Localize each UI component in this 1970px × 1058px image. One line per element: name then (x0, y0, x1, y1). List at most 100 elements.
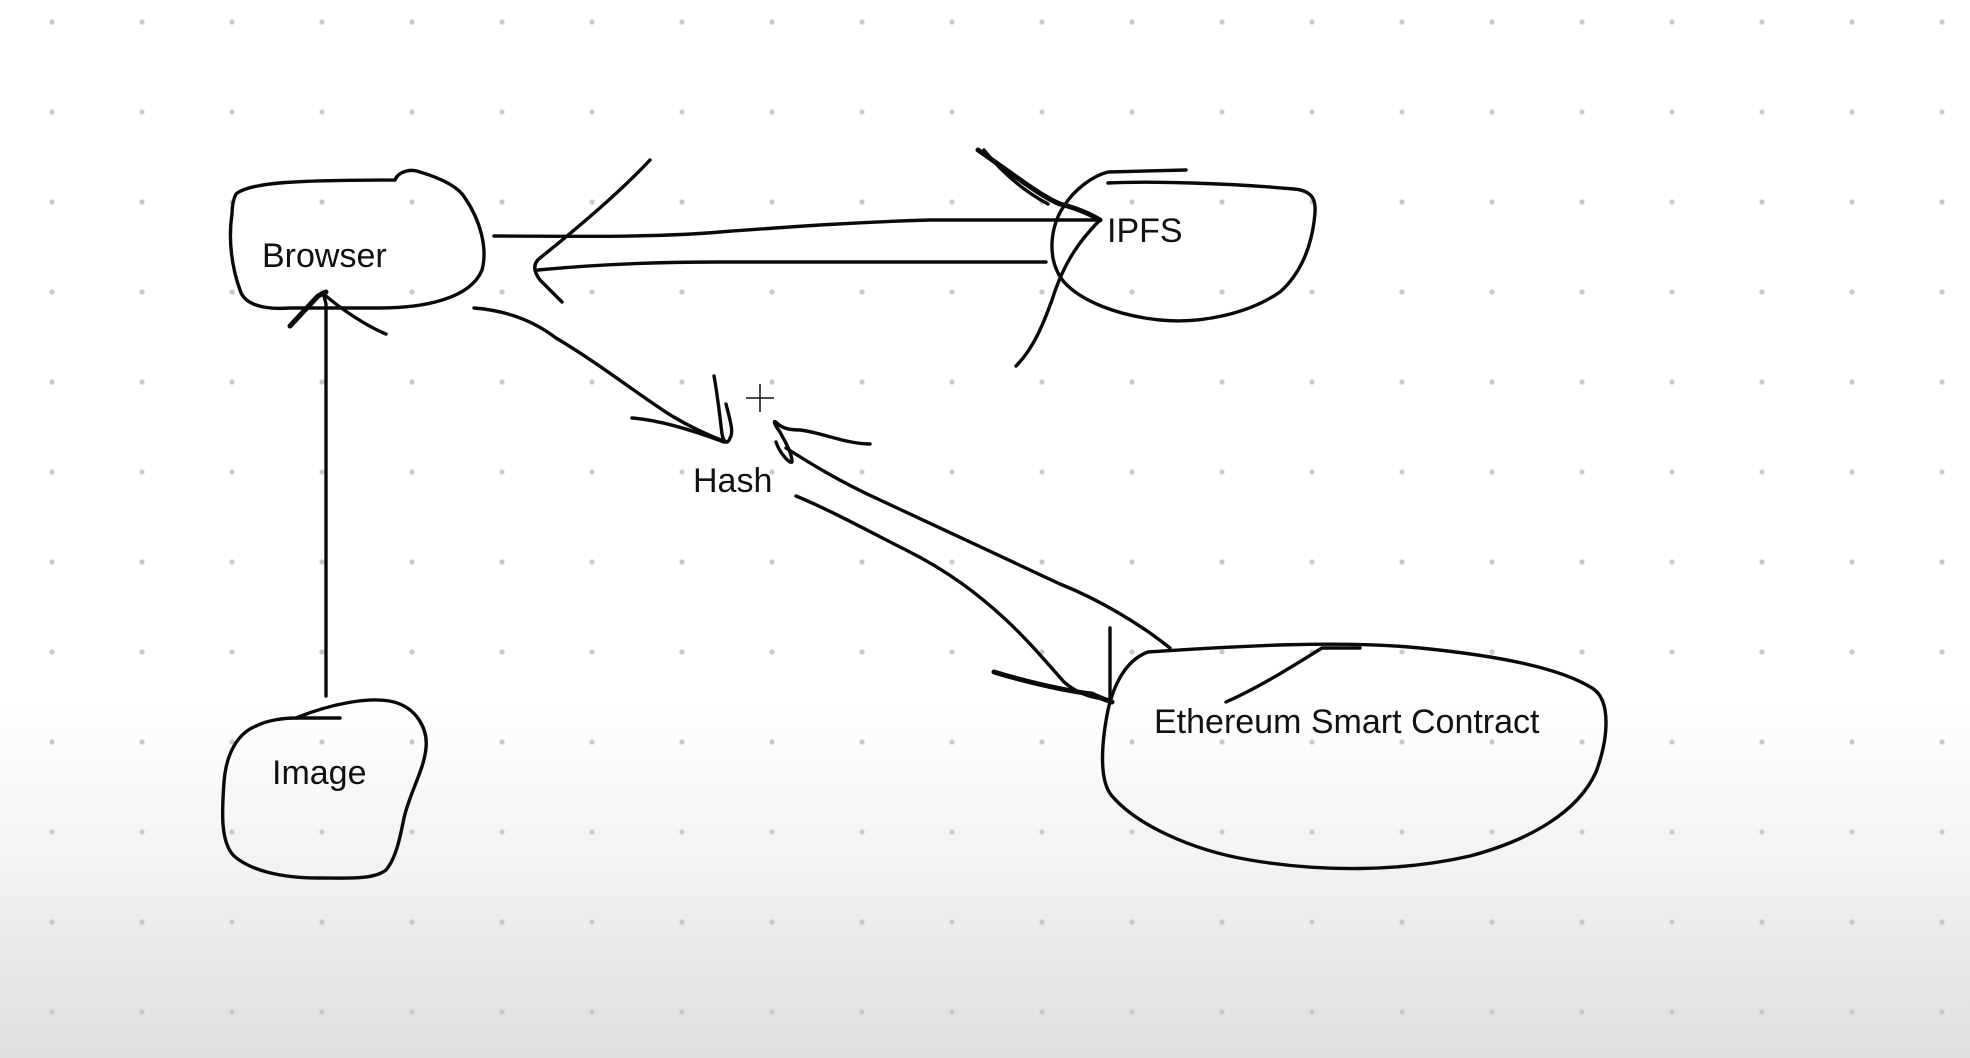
grid-dot (949, 19, 955, 25)
grid-dot (1039, 469, 1045, 475)
image-node[interactable]: Image (220, 698, 428, 880)
arrow-hash-to-ethereum-head-left (991, 669, 1115, 705)
arrow-browser-to-ipfs-line (492, 218, 1102, 239)
arrow-image-to-browser-head-right (324, 294, 388, 336)
arrow-browser-to-ipfs-head-lower (1014, 218, 1102, 368)
grid-dot (1669, 559, 1675, 565)
grid-dot (769, 289, 775, 295)
grid-dot (1759, 1009, 1765, 1015)
grid-dot (229, 109, 235, 115)
grid-dot (679, 829, 685, 835)
grid-dot (139, 469, 145, 475)
grid-dot (319, 919, 325, 925)
grid-dot (139, 919, 145, 925)
arrow-hash-to-ethereum[interactable] (794, 494, 1115, 705)
grid-dot (589, 919, 595, 925)
grid-dot (1849, 739, 1855, 745)
grid-dot (1849, 469, 1855, 475)
arrow-browser-to-ipfs-head-upper (975, 147, 1103, 223)
grid-dot (1759, 649, 1765, 655)
grid-dot (769, 1009, 775, 1015)
grid-dot (1219, 199, 1225, 205)
grid-dot (589, 1009, 595, 1015)
hash-node[interactable]: Hash (693, 462, 772, 500)
arrow-image-to-browser[interactable] (287, 289, 388, 698)
arrow-image-to-browser-line (322, 294, 328, 698)
grid-dot (589, 739, 595, 745)
grid-dot (1759, 469, 1765, 475)
grid-dot (1129, 379, 1135, 385)
grid-dot (1129, 109, 1135, 115)
grid-dot (1489, 1009, 1495, 1015)
grid-dot (1039, 379, 1045, 385)
ethereum-node-inner-stroke (1224, 646, 1362, 704)
grid-dot (499, 559, 505, 565)
grid-dot (1039, 739, 1045, 745)
grid-dot (589, 559, 595, 565)
grid-dot (49, 559, 55, 565)
browser-node[interactable]: Browser (228, 168, 486, 311)
grid-dot (1399, 379, 1405, 385)
grid-dot (769, 199, 775, 205)
arrow-ethereum-to-hash[interactable] (772, 419, 1172, 650)
ethereum-node[interactable]: Ethereum Smart Contract (1100, 642, 1608, 871)
grid-dot (1849, 919, 1855, 925)
arrow-ethereum-to-hash-head (772, 419, 872, 464)
grid-dot (949, 559, 955, 565)
grid-dot (679, 19, 685, 25)
ipfs-node[interactable]: IPFS (1050, 168, 1317, 323)
grid-dot (1129, 739, 1135, 745)
grid-dot (499, 199, 505, 205)
grid-dot (139, 649, 145, 655)
grid-dot (49, 1009, 55, 1015)
grid-dot (499, 469, 505, 475)
grid-dot (1399, 559, 1405, 565)
grid-dot (499, 379, 505, 385)
grid-dot (319, 199, 325, 205)
grid-dot (1039, 919, 1045, 925)
arrow-ipfs-to-browser-head (533, 158, 652, 304)
grid-dot (1759, 19, 1765, 25)
grid-dot (859, 829, 865, 835)
grid-dot (499, 19, 505, 25)
arrow-ipfs-to-browser-line (536, 260, 1048, 272)
grid-dot (49, 919, 55, 925)
grid-dot (859, 919, 865, 925)
arrow-browser-to-hash[interactable] (472, 306, 734, 444)
grid-dot (1849, 649, 1855, 655)
grid-dot (1939, 379, 1945, 385)
grid-dot (319, 649, 325, 655)
grid-dot (1309, 469, 1315, 475)
arrow-browser-to-hash-head-right (712, 374, 734, 444)
grid-dot (229, 829, 235, 835)
grid-dot (229, 379, 235, 385)
grid-dot (409, 469, 415, 475)
grid-dot (679, 739, 685, 745)
grid-dot (949, 379, 955, 385)
grid-dot (1219, 1009, 1225, 1015)
grid-dot (229, 649, 235, 655)
grid-dot (409, 379, 415, 385)
grid-dot (1939, 739, 1945, 745)
grid-dot (679, 649, 685, 655)
grid-dot (139, 19, 145, 25)
grid-dot (1129, 469, 1135, 475)
grid-dot (1579, 469, 1585, 475)
arrow-browser-to-ipfs[interactable] (492, 147, 1103, 368)
grid-dot (769, 739, 775, 745)
arrow-ipfs-to-browser[interactable] (533, 158, 1048, 304)
grid-dot (49, 829, 55, 835)
grid-dot (409, 739, 415, 745)
grid-dot (1579, 559, 1585, 565)
grid-dot (139, 1009, 145, 1015)
crosshair-cursor-icon (746, 384, 774, 412)
grid-dot (1669, 199, 1675, 205)
grid-dot (859, 739, 865, 745)
grid-dot (1489, 19, 1495, 25)
grid-dot (1759, 739, 1765, 745)
grid-dot (1759, 109, 1765, 115)
grid-dot (1579, 919, 1585, 925)
grid-dot (1129, 19, 1135, 25)
grid-dot (1939, 829, 1945, 835)
